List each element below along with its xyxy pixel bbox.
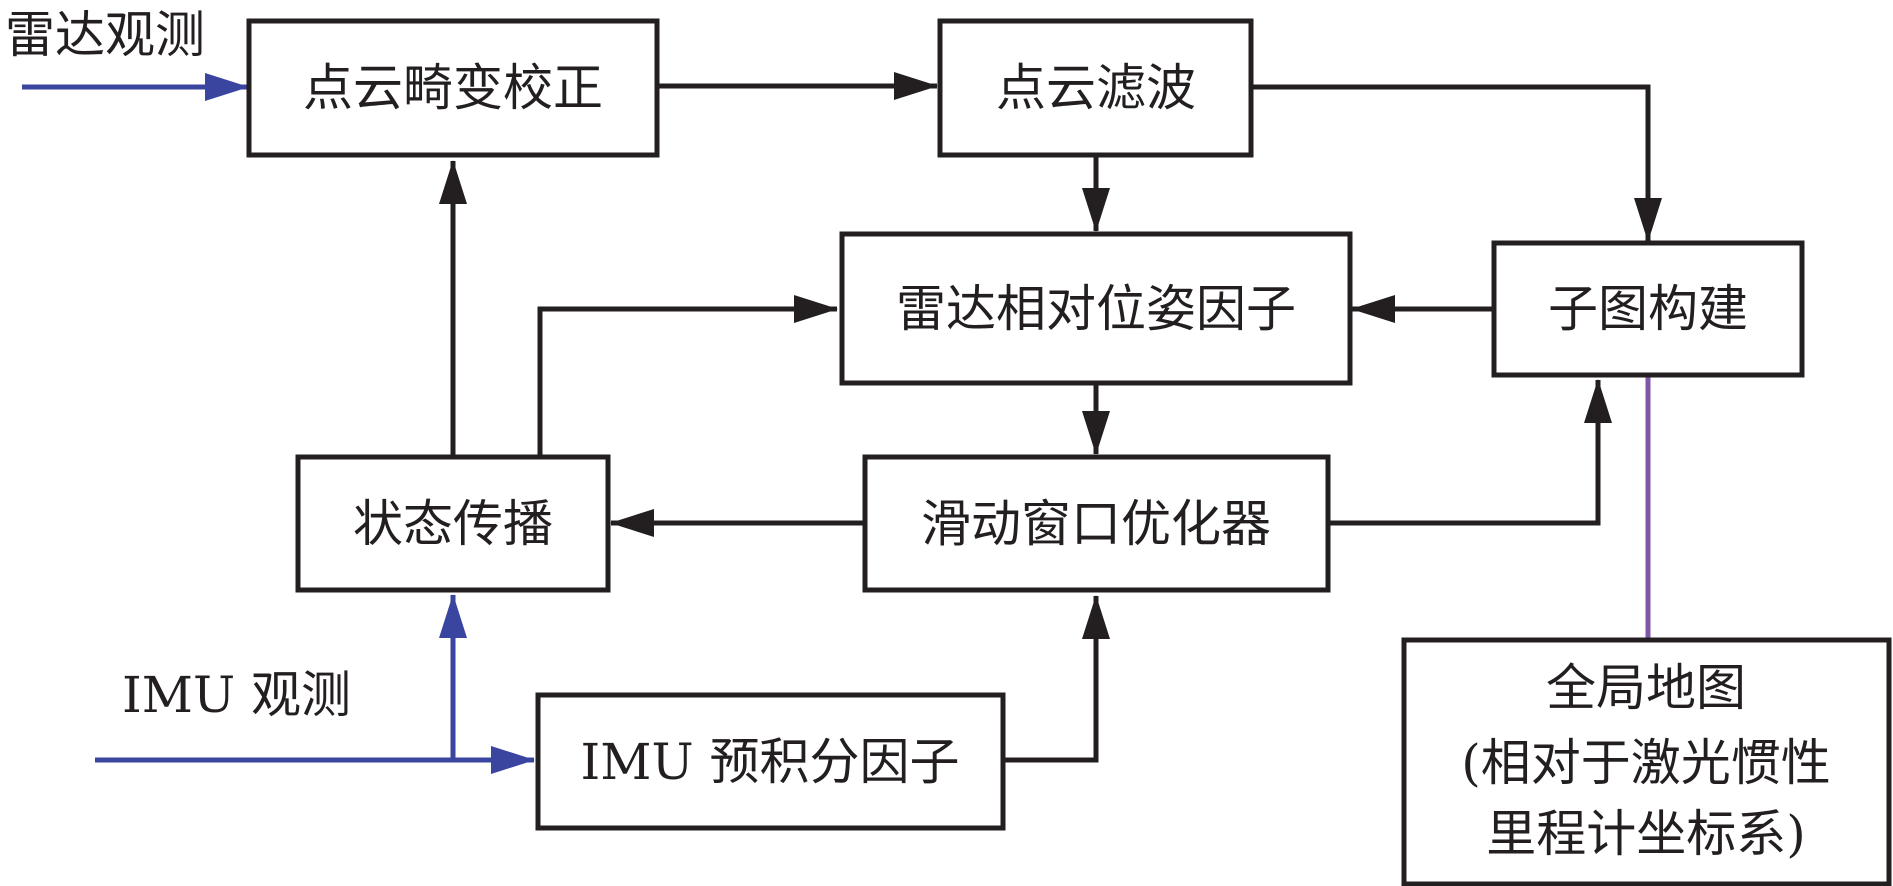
optimizer-to-submap-arrow bbox=[1328, 379, 1612, 526]
deskew-label: 点云畸变校正 bbox=[303, 59, 603, 117]
imu-observation-label: IMU 观测 bbox=[122, 666, 351, 724]
radar-observation-label: 雷达观测 bbox=[5, 6, 205, 64]
filter-node: 点云滤波 bbox=[937, 18, 1254, 158]
submap-node: 子图构建 bbox=[1491, 240, 1805, 378]
submap-label: 子图构建 bbox=[1548, 280, 1748, 338]
filter-label: 点云滤波 bbox=[996, 59, 1196, 117]
lidar-factor-node: 雷达相对位姿因子 bbox=[839, 231, 1353, 386]
global-map-label-line1: 全局地图 bbox=[1546, 659, 1746, 717]
imu-factor-node: IMU 预积分因子 bbox=[535, 692, 1006, 831]
imu-factor-label: IMU 预积分因子 bbox=[581, 733, 960, 791]
state-propagation-node: 状态传播 bbox=[295, 454, 611, 593]
global-map-label-line2: (相对于激光惯性 bbox=[1461, 734, 1831, 792]
lidar-factor-label: 雷达相对位姿因子 bbox=[896, 280, 1296, 338]
global-map-node: 全局地图 (相对于激光惯性 里程计坐标系) bbox=[1401, 637, 1892, 886]
state-to-lidar-factor-arrow bbox=[537, 295, 838, 456]
optimizer-label: 滑动窗口优化器 bbox=[921, 495, 1271, 553]
filter-to-submap-arrow bbox=[1252, 84, 1662, 242]
deskew-node: 点云畸变校正 bbox=[246, 18, 660, 158]
imu-factor-to-optimizer-arrow bbox=[1004, 595, 1110, 763]
state-propagation-label: 状态传播 bbox=[353, 495, 553, 553]
optimizer-node: 滑动窗口优化器 bbox=[862, 454, 1331, 593]
global-map-label-line3: 里程计坐标系) bbox=[1486, 805, 1806, 863]
